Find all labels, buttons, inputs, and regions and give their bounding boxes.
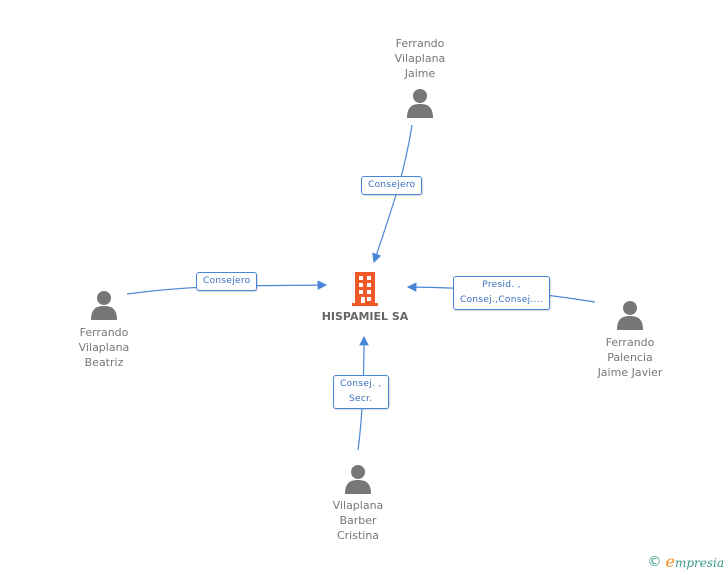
edge-label-line: Secr. (349, 394, 373, 404)
edge-label-top[interactable]: Consejero (361, 176, 423, 195)
person-name-line: Jaime Javier (597, 366, 663, 379)
brand-logo: empresia (665, 552, 724, 571)
company-name: HISPAMIEL SA (321, 310, 409, 323)
person-icon (91, 291, 117, 320)
edge-label-right[interactable]: Presid. , Consej.,Consej.... (453, 276, 551, 310)
company-node[interactable]: HISPAMIEL SA (310, 272, 420, 323)
brand-initial: e (665, 552, 675, 571)
person-name-line: Jaime (404, 67, 436, 80)
edge-label-line: Consejero (203, 276, 251, 286)
person-name-line: Palencia (607, 351, 653, 364)
copyright-icon: © (647, 553, 662, 570)
person-name-line: Barber (339, 514, 377, 527)
edge-label-left[interactable]: Consejero (196, 272, 258, 291)
edge-label-line: Consej. , (340, 379, 382, 389)
footer-brand: © empresia (647, 552, 724, 571)
person-icon (617, 301, 643, 330)
person-name-line: Ferrando (79, 326, 129, 339)
person-name-line: Ferrando (395, 37, 445, 50)
person-bottom[interactable]: Vilaplana Barber Cristina (298, 464, 418, 543)
edge-label-line: Consej.,Consej.... (460, 295, 544, 305)
person-icon (407, 89, 433, 118)
person-name-line: Ferrando (605, 336, 655, 349)
person-name-line: Vilaplana (78, 341, 130, 354)
person-top[interactable]: Ferrando Vilaplana Jaime (360, 36, 480, 118)
brand-rest: mpresia (674, 556, 724, 570)
edge-label-bottom[interactable]: Consej. , Secr. (333, 375, 389, 409)
building-icon (352, 272, 378, 306)
edge-label-line: Presid. , (482, 280, 521, 290)
person-name-line: Cristina (336, 529, 380, 542)
person-left[interactable]: Ferrando Vilaplana Beatriz (44, 290, 164, 370)
person-name-line: Vilaplana (332, 499, 384, 512)
edge-label-line: Consejero (368, 180, 416, 190)
person-name-line: Vilaplana (394, 52, 446, 65)
person-right[interactable]: Ferrando Palencia Jaime Javier (570, 300, 690, 380)
person-icon (345, 465, 371, 494)
person-name-line: Beatriz (84, 356, 124, 369)
